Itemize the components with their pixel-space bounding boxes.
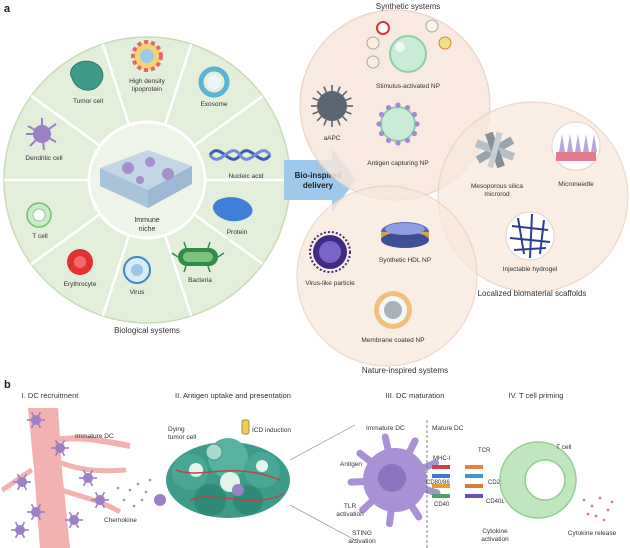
msr-label-1: Mesoporous silica [471,183,523,190]
segment-label-tumor-cell: Tumor cell [73,98,104,105]
cd80-label: CD80/86 [426,480,450,486]
biological-systems-wheel: Immune niche [3,36,291,324]
immune-niche-label-2: niche [139,226,156,233]
antigen-label: Antigen [340,461,362,468]
virus-icon [123,256,151,284]
cd40-label: CD40 [434,502,450,508]
chemokine-dots [116,478,152,508]
cytokine-release-label: Cytokine release [568,530,617,537]
nature-inspired-circle [296,185,478,367]
dendritic-cell-icon [26,118,57,151]
segment-label-protein: Protein [227,229,248,236]
t-cell-label: T cell [556,444,572,451]
segment-label-bacteria: Bacteria [188,277,212,284]
bacteria-icon [171,241,225,273]
membrane-np-label: Membrane coated NP [361,337,424,344]
cd40l-label: CD40L [486,499,505,505]
sting-label-2: activation [348,538,376,545]
arrow-label-2: delivery [303,181,334,190]
maturing-dc [347,433,441,528]
t-cell-large [499,441,577,519]
stimulus-np-label: Stimulus-activated NP [376,83,440,90]
cd28-label: CD28 [488,480,504,486]
protein-icon [212,197,253,222]
segment-label-hdl-2: lipoprotein [132,86,162,93]
mesoporous-silica-icon [474,131,516,169]
dying-tumor-label-1: Dying [168,426,185,433]
segment-label-erythrocyte: Erythrocyte [64,281,97,288]
segment-label-dendritic-cell: Dendritic cell [25,155,63,162]
microneedle-icon [551,121,601,171]
hdl-icon [131,40,163,72]
tlr-label-1: TLR [344,503,357,510]
receptor-ligands [432,465,483,498]
segment-label-hdl-1: High density [129,78,166,85]
membrane-coated-np-icon [374,291,412,329]
hdl-np-label: Synthetic HDL NP [379,257,431,264]
segment-label-nucleic-acid: Nucleic acid [228,173,263,180]
zoom-lines [289,424,356,541]
stage-label-uptake: II. Antigen uptake and presentation [175,391,291,400]
segment-label-t-cell: T cell [32,233,48,240]
sting-label-1: STING [352,530,372,537]
localized-scaffolds-title: Localized biomaterial scaffolds [478,289,587,298]
segment-label-virus: Virus [130,289,145,296]
mature-dc-label: Mature DC [432,425,464,432]
tumor-cell-icon [70,60,104,91]
hydrogel-label: Injectable hydrogel [503,266,558,273]
stimulus-activated-np-icon [389,35,427,73]
immature-dc-label-2: Immature DC [366,425,405,432]
aapc-icon [311,85,353,127]
stage-label-recruitment: I. DC recruitment [22,391,80,400]
chemokine-label: Chemokine [104,517,137,524]
erythrocyte-icon [67,249,93,275]
icd-induction-label: ICD induction [252,427,291,434]
tumor-mass [166,438,290,518]
exosome-icon [198,66,230,98]
cytokine-activation-label-1: Cytokine [482,528,508,535]
stimulus-icons [366,19,452,69]
nature-inspired-title: Nature-inspired systems [362,366,448,375]
synthetic-hdl-np-icon [381,222,429,248]
tumor-dc [154,484,244,506]
virus-like-particle-icon [309,231,351,273]
nucleic-acid-icon [208,149,272,161]
tlr-label-2: activation [336,511,364,518]
injectable-hydrogel-icon [505,211,555,261]
dying-tumor-label-2: tumor cell [168,434,197,441]
mhc-label: MHC-I [433,456,451,462]
cytokine-activation-label-2: activation [481,536,509,543]
t-cell-icon [26,202,52,228]
immature-dc-cells [11,411,109,539]
segment-label-exosome: Exosome [200,101,227,108]
arrow-label-1: Bio-inspired [295,171,342,180]
antigen-capturing-np-icon [376,102,420,146]
antigen-np-label: Antigen capturing NP [367,160,428,167]
stage-label-priming: IV. T cell priming [509,391,564,400]
icd-induction-icon [241,419,250,435]
panel-b-letter: b [4,379,11,391]
msr-label-2: microrod [484,191,510,198]
panel-a-letter: a [4,3,11,15]
immature-dc-label: Immature DC [75,433,114,440]
aapc-label: aAPC [324,135,341,142]
synthetic-systems-title: Synthetic systems [376,2,440,11]
tcr-label: TCR [478,448,491,454]
stage-label-maturation: III. DC maturation [386,391,445,400]
microneedle-label: Microneedle [558,181,594,188]
immune-niche-icon [100,150,192,208]
cytokine-dots [582,496,614,522]
immune-niche-label-1: Immune [134,217,159,224]
vlp-label: Virus-like particle [305,280,355,287]
biological-systems-title: Biological systems [114,326,180,335]
